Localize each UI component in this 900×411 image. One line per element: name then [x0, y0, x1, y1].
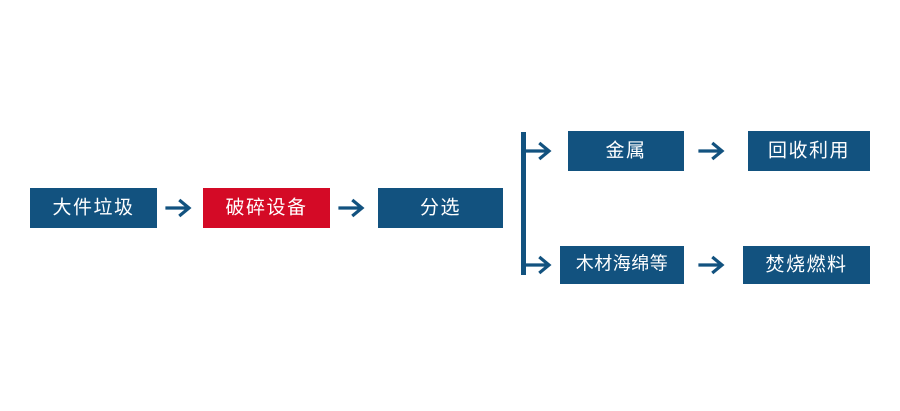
node-recycling-reuse[interactable]: 回收利用: [748, 131, 870, 171]
arrow-right-icon-1: [164, 192, 196, 224]
node-label: 金属: [605, 139, 647, 161]
arrow-right-icon-4: [697, 249, 729, 281]
node-wood-sponge-etc[interactable]: 木材海绵等: [560, 246, 684, 284]
arrow-branch-upper-icon: [524, 135, 558, 167]
node-label: 焚烧燃料: [765, 253, 848, 275]
node-label: 分选: [419, 196, 461, 218]
branch-splitter-line: [521, 132, 526, 275]
node-label: 破碎设备: [225, 196, 308, 218]
arrow-branch-lower-icon: [524, 249, 558, 281]
node-sorting[interactable]: 分选: [378, 188, 503, 228]
node-label: 大件垃圾: [52, 196, 135, 218]
node-incineration-fuel[interactable]: 焚烧燃料: [743, 246, 870, 284]
node-crushing-equipment[interactable]: 破碎设备: [203, 188, 330, 228]
node-metal[interactable]: 金属: [568, 131, 684, 171]
node-bulky-waste[interactable]: 大件垃圾: [30, 188, 157, 228]
arrow-right-icon-2: [337, 192, 369, 224]
node-label: 木材海绵等: [575, 253, 669, 275]
arrow-right-icon-3: [697, 135, 729, 167]
node-label: 回收利用: [767, 139, 850, 161]
